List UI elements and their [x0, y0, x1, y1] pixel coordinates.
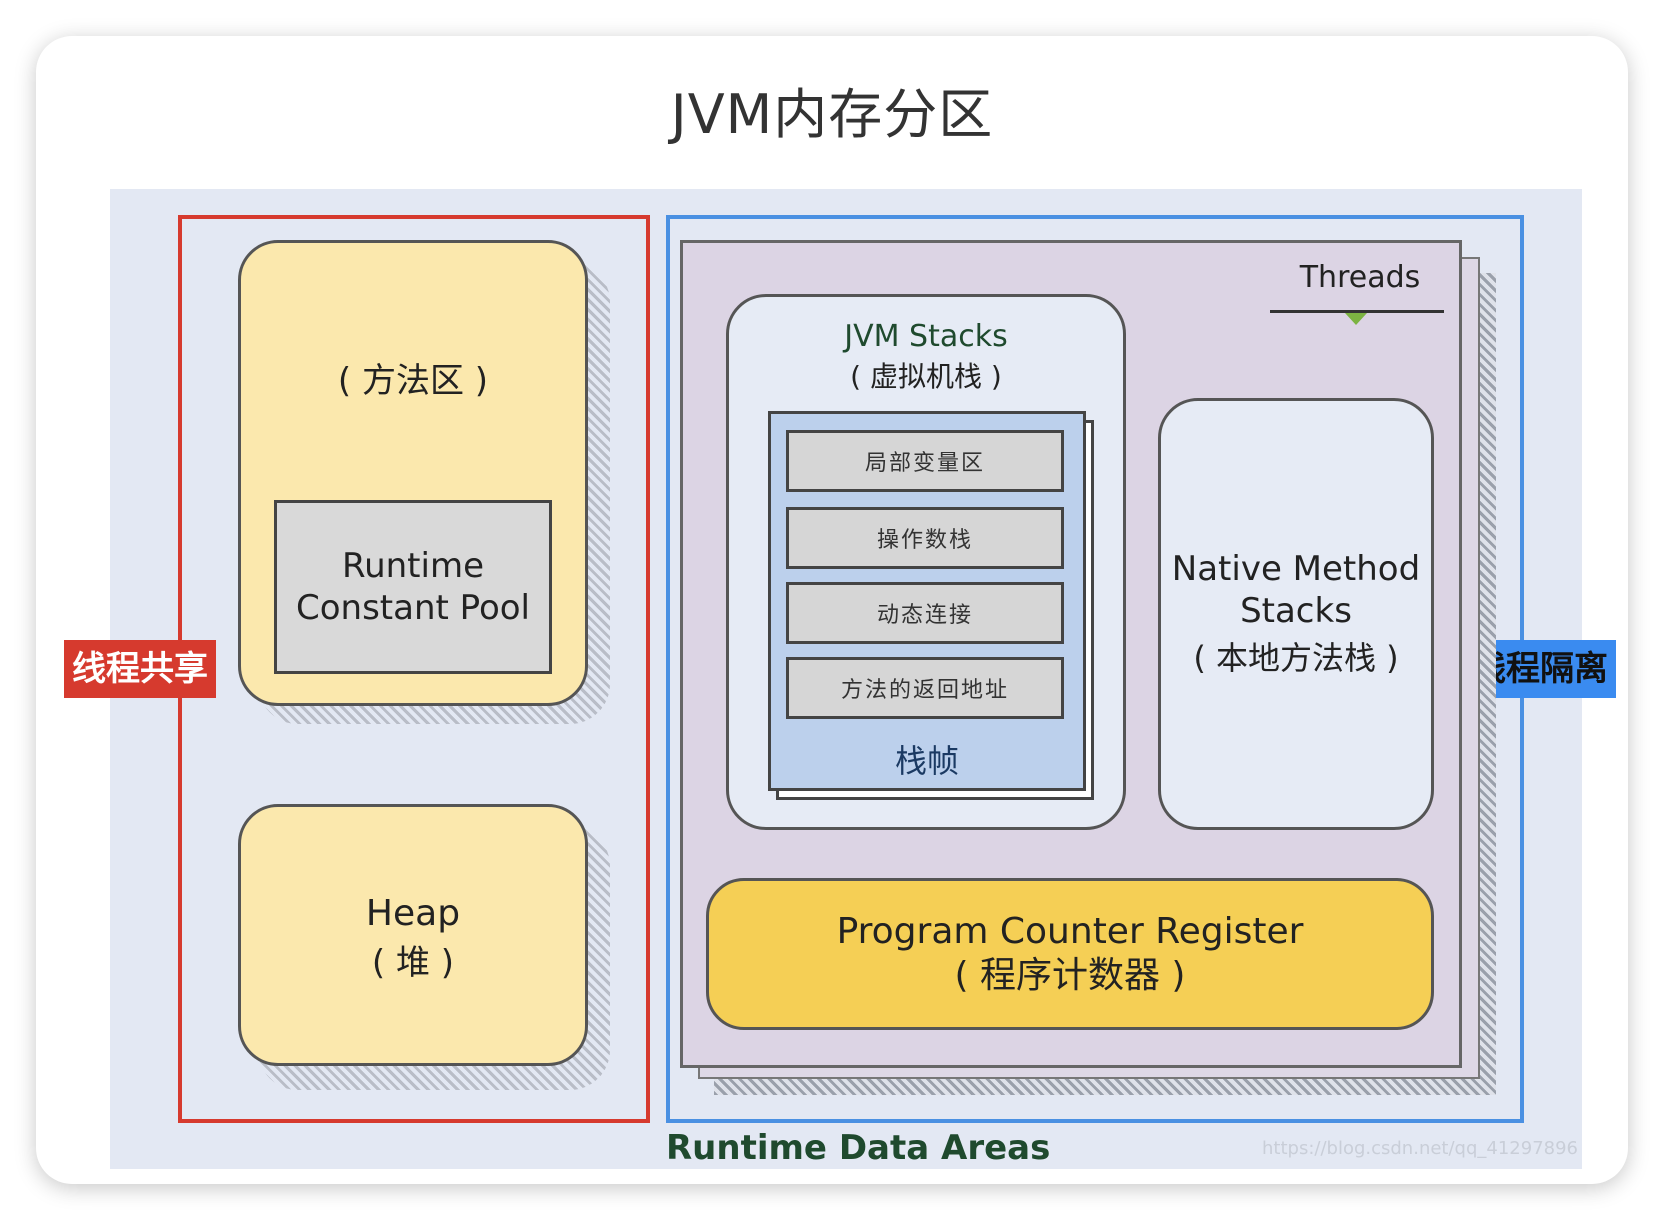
- jvm-stacks-line2: ( 虚拟机栈 ): [850, 360, 1002, 393]
- native-line1: Native Method: [1171, 549, 1421, 589]
- shared-tag: 线程共享: [64, 640, 216, 698]
- slot-return-address: 方法的返回地址: [786, 657, 1064, 719]
- pool-line1: Runtime: [341, 546, 484, 586]
- method-area-label: ( 方法区 ): [337, 361, 489, 401]
- slot-dynamic-linking: 动态连接: [786, 582, 1064, 644]
- native-line2: Stacks: [1240, 591, 1352, 631]
- threads-arrow-icon: [1345, 313, 1367, 325]
- threads-label: Threads: [1299, 260, 1421, 295]
- slot-local-variables: 局部变量区: [786, 430, 1064, 492]
- native-method-stacks-box: Native Method Stacks ( 本地方法栈 ): [1158, 398, 1434, 830]
- watermark: https://blog.csdn.net/qq_41297896: [1262, 1138, 1579, 1159]
- pc-line2: ( 程序计数器 ): [954, 955, 1186, 996]
- runtime-constant-pool-box: Runtime Constant Pool: [274, 500, 552, 674]
- jvm-stacks-line1: JVM Stacks: [844, 319, 1008, 354]
- pool-line2: Constant Pool: [296, 588, 530, 628]
- threads-underline: [1270, 310, 1444, 313]
- runtime-data-areas-label: Runtime Data Areas: [666, 1128, 1051, 1168]
- heap-box: Heap ( 堆 ): [238, 804, 588, 1066]
- stack-frame-label: 栈帧: [894, 742, 959, 780]
- program-counter-register-box: Program Counter Register ( 程序计数器 ): [706, 878, 1434, 1030]
- native-line3: ( 本地方法栈 ): [1193, 639, 1399, 677]
- heap-line1: Heap: [365, 893, 461, 934]
- pc-line1: Program Counter Register: [836, 911, 1304, 952]
- slot-operand-stack: 操作数栈: [786, 507, 1064, 569]
- heap-line2: ( 堆 ): [371, 943, 455, 983]
- page-title: JVM内存分区: [670, 83, 994, 146]
